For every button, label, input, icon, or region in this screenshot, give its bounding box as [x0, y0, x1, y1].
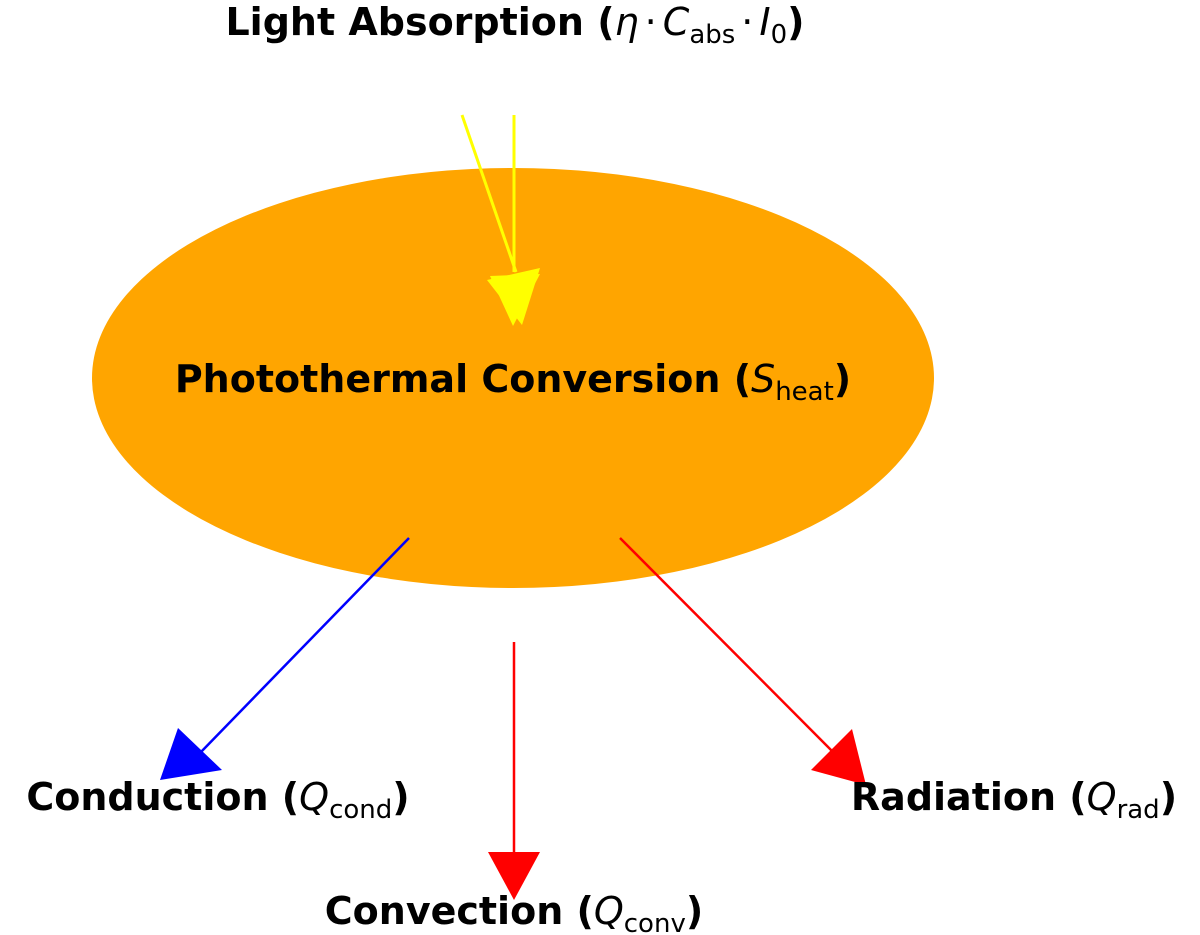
radiation-arrow-head [811, 729, 866, 785]
light-absorption-label: Light Absorption (η·Cabs·I0) [225, 0, 804, 50]
conduction-label: Conduction (Qcond) [26, 775, 409, 825]
convection-label: Convection (Qconv) [325, 889, 703, 935]
photothermal-conversion-node [92, 168, 934, 588]
radiation-label: Radiation (Qrad) [851, 775, 1177, 825]
photothermal-conversion-label: Photothermal Conversion (Sheat) [175, 357, 851, 407]
convection-arrow [488, 642, 540, 900]
conduction-arrow-head [160, 728, 222, 780]
conduction-arrow-shaft [199, 537, 410, 754]
radiation-arrow [619, 537, 866, 785]
convection-arrow-head [488, 852, 540, 900]
light-absorption-arrow-head-2 [490, 274, 540, 326]
radiation-arrow-shaft [619, 537, 837, 756]
conduction-arrow [160, 537, 410, 780]
light-absorption-arrows [460, 114, 540, 326]
light-absorption-arrow-shaft-1 [460, 114, 518, 273]
